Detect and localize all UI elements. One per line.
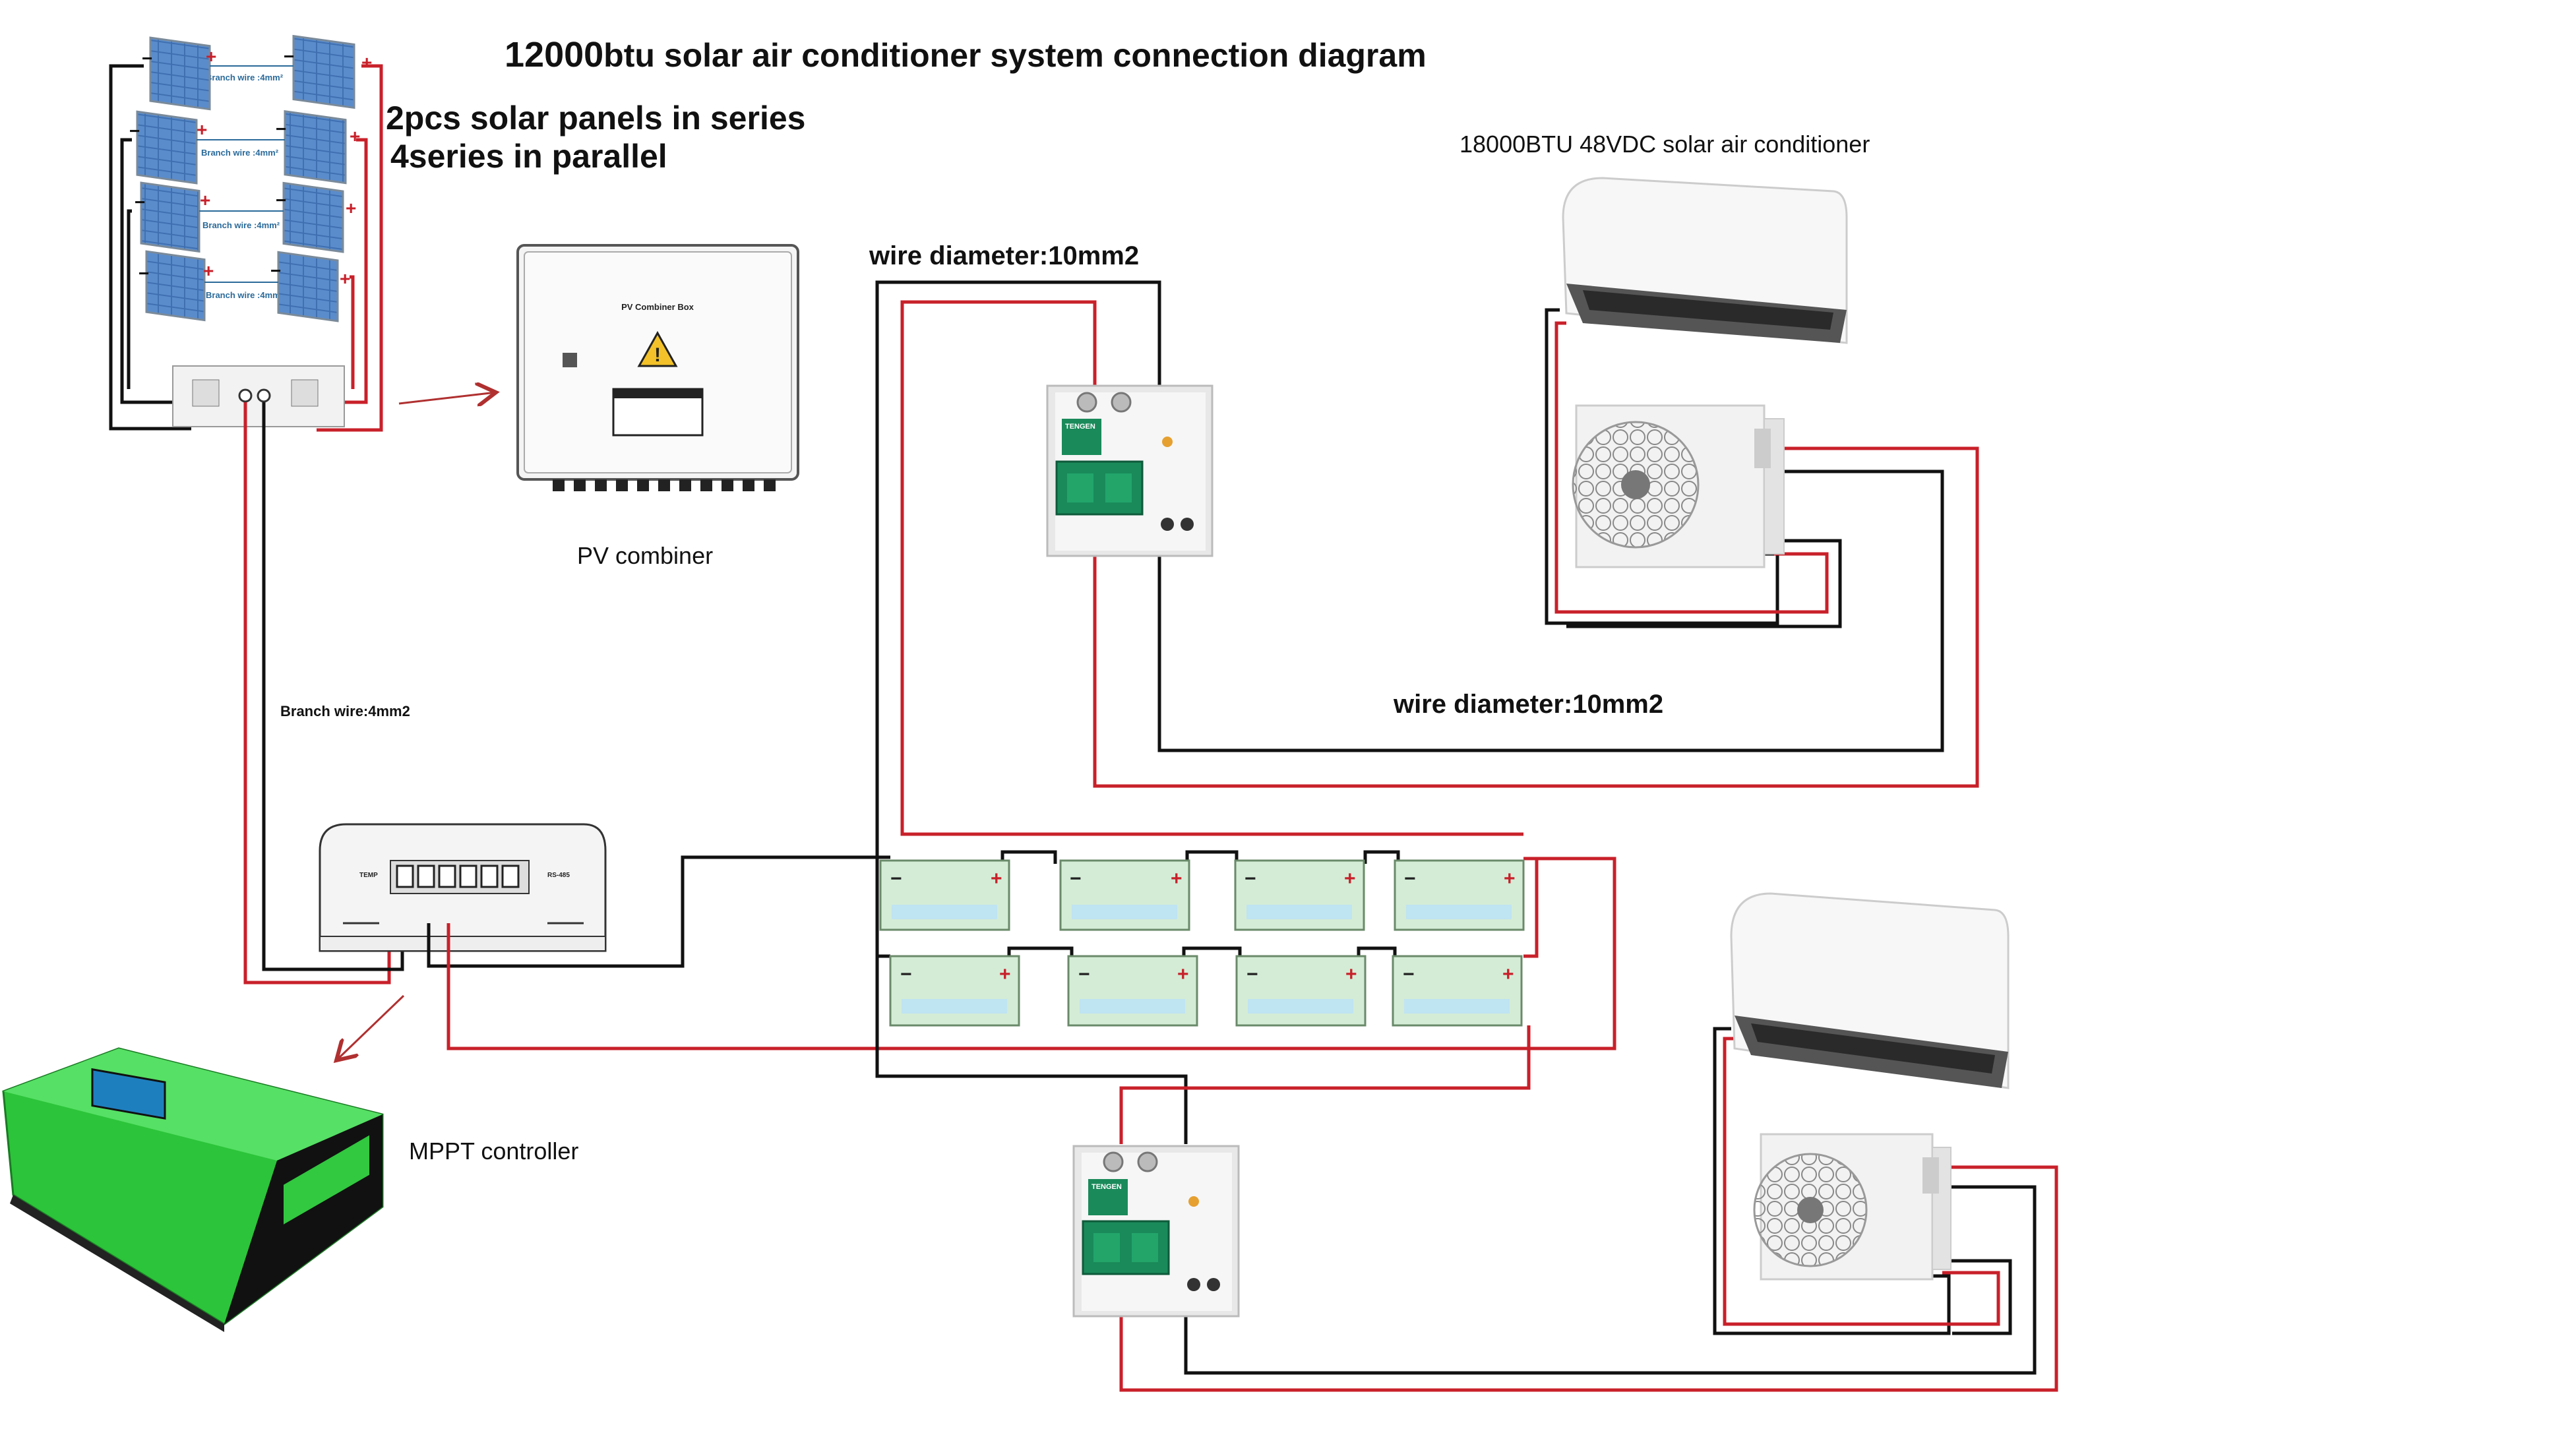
- controller-battery-negative: [427, 855, 890, 968]
- svg-text:−: −: [138, 263, 149, 284]
- controller-battery-positive: [446, 857, 1616, 1050]
- svg-text:−: −: [900, 963, 912, 985]
- breaker2-ac2-positive: [1119, 1165, 2058, 1392]
- indoor-unit: [1730, 892, 2010, 1089]
- battery: − +: [1392, 955, 1523, 1027]
- breaker1-ac1-positive: [1093, 446, 1979, 788]
- battery: − +: [1234, 859, 1365, 931]
- svg-text:−: −: [1246, 963, 1258, 985]
- breaker2-ac2-negative: [1184, 1185, 2037, 1375]
- solar-panel: [136, 110, 198, 185]
- air-conditioner-upper: [1545, 177, 1848, 628]
- battery-breaker1-positive: [900, 300, 1523, 836]
- breaker-brand: TENGEN: [1091, 1183, 1122, 1191]
- breaker-brand: TENGEN: [1065, 423, 1095, 431]
- svg-text:−: −: [1078, 963, 1090, 985]
- svg-text:+: +: [1345, 963, 1357, 985]
- solar-panel: [277, 251, 339, 322]
- battery-breaker1-negative: [875, 280, 1161, 857]
- battery-breaker2-positive: [1119, 1025, 1531, 1144]
- svg-text:−: −: [276, 119, 286, 139]
- wire-diameter-label-top: wire diameter:10mm2: [869, 241, 1140, 270]
- wire-diameter-label-mid: wire diameter:10mm2: [1394, 690, 1664, 719]
- svg-text:+: +: [1344, 868, 1356, 890]
- panel-branch-label: Branch wire :4mm²: [206, 73, 284, 82]
- arrow-to-mppt: [336, 994, 405, 1060]
- svg-text:−: −: [1404, 868, 1416, 890]
- svg-text:+: +: [1504, 868, 1516, 890]
- panels-parallel-note: 4series in parallel: [390, 138, 667, 175]
- solar-array: − + − + − + − + − + − + − + −: [109, 34, 383, 432]
- solar-panel: [292, 34, 355, 109]
- battery: − +: [1235, 955, 1367, 1027]
- air-conditioner-label: 18000BTU 48VDC solar air conditioner: [1460, 131, 1870, 158]
- indoor-unit: [1562, 177, 1848, 344]
- outdoor-unit: [1753, 1133, 1952, 1281]
- panel-branch-label: Branch wire :4mm²: [201, 148, 279, 158]
- controller-rs485-label: RS-485: [547, 872, 570, 879]
- svg-text:+: +: [361, 52, 372, 73]
- panel-branch-label: Branch wire :4mm²: [206, 290, 284, 300]
- svg-text:−: −: [276, 190, 286, 210]
- controller-temp-label: TEMP: [359, 872, 378, 879]
- diagram-title: 12000btu solar air conditioner system co…: [505, 35, 1427, 75]
- battery: − +: [889, 955, 1020, 1027]
- svg-text:−: −: [1070, 868, 1082, 890]
- lock-icon: [563, 353, 577, 367]
- panel-branch-label: Branch wire :4mm²: [202, 220, 280, 230]
- svg-text:−: −: [270, 260, 281, 281]
- pv-positive-wire: [243, 402, 391, 985]
- svg-text:+: +: [1171, 868, 1183, 890]
- svg-text:+: +: [1502, 963, 1514, 985]
- pv-combiner-box: PV Combiner Box !: [516, 244, 799, 491]
- svg-text:+: +: [1177, 963, 1189, 985]
- battery: − +: [879, 859, 1010, 931]
- solar-panel: [140, 181, 200, 253]
- svg-text:−: −: [135, 192, 145, 212]
- battery-breaker2-negative: [875, 956, 1188, 1144]
- mppt-controller-label: MPPT controller: [409, 1138, 579, 1165]
- solar-panel: [145, 250, 206, 322]
- svg-text:+: +: [206, 46, 216, 67]
- charge-controller: TEMP RS-485: [319, 823, 607, 952]
- circuit-breaker-lower: TENGEN: [1072, 1145, 1240, 1318]
- breaker1-ac1-negative: [1157, 470, 1944, 752]
- svg-text:!: !: [654, 344, 661, 366]
- mppt-controller: [2, 1047, 384, 1332]
- arrow-to-combiner: [398, 392, 496, 404]
- battery: − +: [1067, 955, 1198, 1027]
- battery: − +: [1059, 859, 1190, 931]
- svg-text:+: +: [197, 119, 207, 140]
- panel-array-positive-wire: [317, 64, 383, 432]
- svg-text:−: −: [1245, 868, 1256, 890]
- pv-box-title: PV Combiner Box: [621, 302, 694, 312]
- svg-text:+: +: [200, 190, 210, 210]
- svg-text:+: +: [203, 260, 214, 281]
- svg-text:−: −: [142, 48, 152, 69]
- svg-text:+: +: [999, 963, 1011, 985]
- solar-panel: [282, 181, 344, 253]
- svg-text:−: −: [1403, 963, 1415, 985]
- battery: − +: [1394, 859, 1525, 931]
- air-conditioner-lower: [1713, 892, 2012, 1335]
- panel-array-negative-wire: [109, 64, 191, 431]
- svg-text:−: −: [129, 121, 140, 141]
- battery-bank: − + − + − + − +: [875, 850, 1539, 1027]
- svg-text:+: +: [346, 198, 356, 218]
- pv-combiner-label: PV combiner: [577, 542, 714, 569]
- panels-series-note: 2pcs solar panels in series: [386, 100, 806, 136]
- svg-text:−: −: [890, 868, 902, 890]
- svg-text:+: +: [350, 126, 360, 146]
- warning-icon: [637, 330, 678, 367]
- svg-text:−: −: [284, 46, 294, 67]
- outdoor-unit: [1572, 404, 1785, 568]
- svg-text:+: +: [991, 868, 1002, 890]
- circuit-breaker-upper: TENGEN: [1046, 384, 1214, 557]
- solar-panel: [284, 110, 347, 185]
- branch-wire-label: Branch wire:4mm2: [280, 703, 410, 719]
- svg-text:+: +: [340, 268, 350, 289]
- solar-panel: [149, 36, 211, 111]
